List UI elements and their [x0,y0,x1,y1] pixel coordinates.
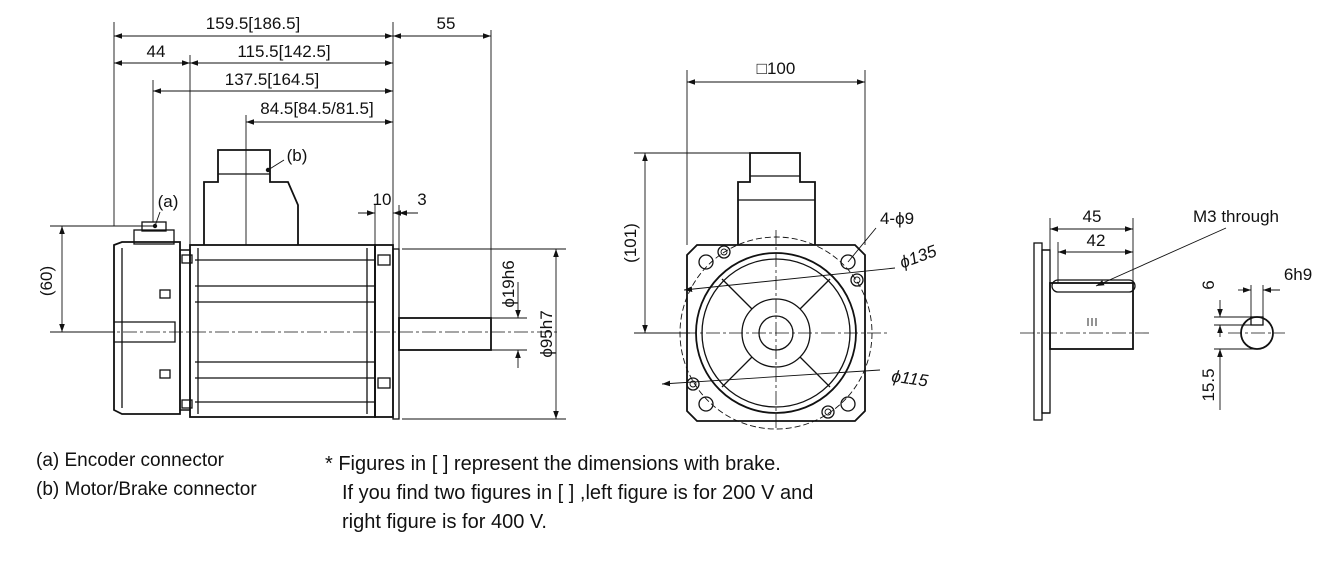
dim-flange-offset: 3 [417,190,426,209]
dim-pitch-circle: ϕ135 [897,241,940,272]
side-view: 159.5[186.5] 55 44 115.5[142.5] 137.5[16… [37,14,566,420]
shaft-detail: 45 42 M3 through 6 6h9 15.5 [1020,207,1312,421]
dim-key-width-6h9: 6h9 [1284,265,1312,284]
dim-mounting-holes: 4-ϕ9 [880,209,914,228]
dim-total-height: (101) [621,223,640,263]
legend: (a) Encoder connector (b) Motor/Brake co… [36,446,257,504]
label-motor-connector: (b) [287,146,308,165]
dim-shaft-length: 55 [437,14,456,33]
dim-encoder-position: 137.5[164.5] [225,70,320,89]
note-line-2: If you find two figures in [ ] ,left fig… [342,482,814,504]
dim-shaft-length-45: 45 [1083,207,1102,226]
dim-flange-square: □100 [757,59,796,78]
front-view: □100 (101) [621,59,940,430]
dim-key-height-6: 6 [1199,280,1218,289]
legend-motor-brake: (b) Motor/Brake connector [36,479,257,500]
dim-overall-length: 159.5[186.5] [206,14,301,33]
dim-spigot-diameter: ϕ95h7 [537,310,556,357]
dim-shaft-diameter: ϕ19h6 [499,260,518,307]
dim-connector-b-position: 84.5[84.5/81.5] [260,99,373,118]
legend-encoder: (a) Encoder connector [36,450,224,471]
dim-key-length-42: 42 [1087,231,1106,250]
note-line-1: * Figures in [ ] represent the dimension… [325,453,781,475]
dim-encoder-height: (60) [37,266,56,296]
dim-spigot-circle: ϕ115 [890,367,929,391]
brake-note: * Figures in [ ] represent the dimension… [325,450,813,537]
dim-flange-thickness: 10 [373,190,392,209]
dim-key-depth-15-5: 15.5 [1199,368,1218,401]
dim-body-length: 115.5[142.5] [237,42,330,61]
dim-rear-length: 44 [147,42,166,61]
label-encoder-connector: (a) [158,192,179,211]
label-m3-through: M3 through [1193,207,1279,226]
note-line-3: right figure is for 400 V. [342,511,547,533]
